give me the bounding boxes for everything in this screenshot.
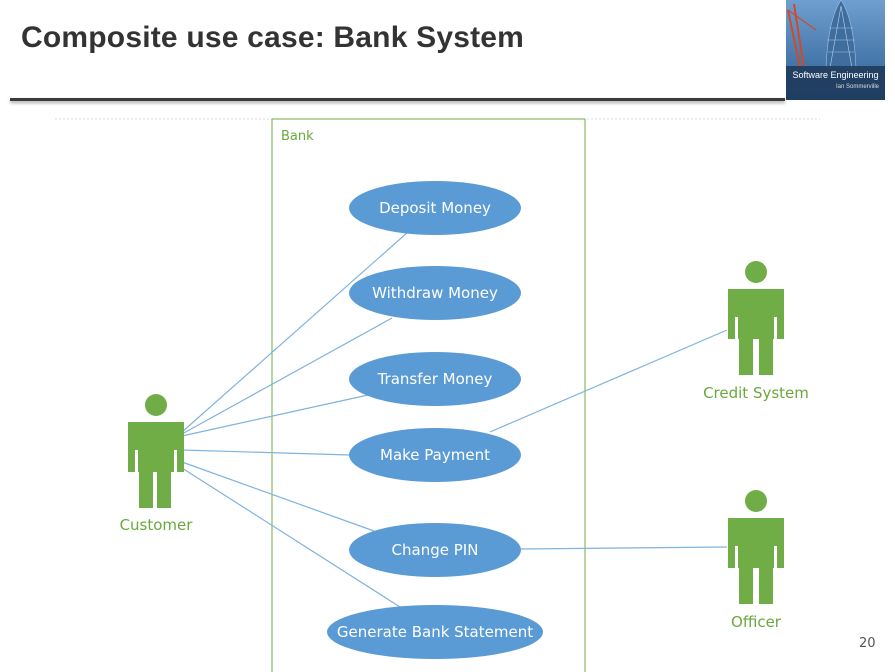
slide-title: Composite use case: Bank System bbox=[21, 21, 525, 54]
page-number: 20 bbox=[859, 636, 876, 651]
actor-label: Officer bbox=[731, 613, 782, 631]
association-customer-deposit bbox=[181, 231, 409, 433]
use-case-deposit: Deposit Money bbox=[349, 181, 521, 235]
actor-credit-system: Credit System bbox=[703, 261, 809, 402]
title-divider bbox=[10, 98, 785, 101]
book-cover-author: Ian Sommerville bbox=[835, 84, 879, 90]
actor-figure-icon bbox=[728, 261, 784, 375]
book-cover-image: Software Engineering Ian Sommerville bbox=[786, 0, 885, 100]
use-case-label: Change PIN bbox=[392, 541, 479, 559]
use-case-statement: Generate Bank Statement bbox=[327, 605, 543, 659]
association-customer-payment bbox=[181, 449, 351, 456]
system-boundary-label: Bank bbox=[281, 129, 314, 144]
actor-figure-icon bbox=[128, 394, 184, 508]
actor-label: Credit System bbox=[703, 384, 809, 402]
actor-officer: Officer bbox=[728, 490, 784, 631]
use-case-label: Generate Bank Statement bbox=[337, 623, 533, 641]
association-customer-pin bbox=[181, 461, 375, 532]
use-case-label: Make Payment bbox=[380, 446, 490, 464]
association-credit-payment bbox=[489, 329, 728, 433]
use-case-label: Withdraw Money bbox=[372, 284, 498, 302]
use-case-payment: Make Payment bbox=[349, 428, 521, 482]
actor-label: Customer bbox=[120, 516, 194, 534]
use-case-label: Transfer Money bbox=[377, 370, 493, 388]
association-customer-transfer bbox=[181, 394, 369, 437]
association-lines bbox=[181, 231, 728, 608]
use-case-label: Deposit Money bbox=[379, 199, 491, 217]
association-customer-statement bbox=[181, 467, 401, 608]
book-cover-title: Software Engineering bbox=[792, 70, 879, 80]
use-case-pin: Change PIN bbox=[349, 523, 521, 577]
system-boundary bbox=[271, 118, 586, 672]
actor-customer: Customer bbox=[120, 394, 194, 534]
use-case-withdraw: Withdraw Money bbox=[349, 266, 521, 320]
association-customer-withdraw bbox=[181, 317, 393, 435]
use-case-transfer: Transfer Money bbox=[349, 352, 521, 406]
actor-figure-icon bbox=[728, 490, 784, 604]
association-officer-pin bbox=[519, 546, 728, 550]
